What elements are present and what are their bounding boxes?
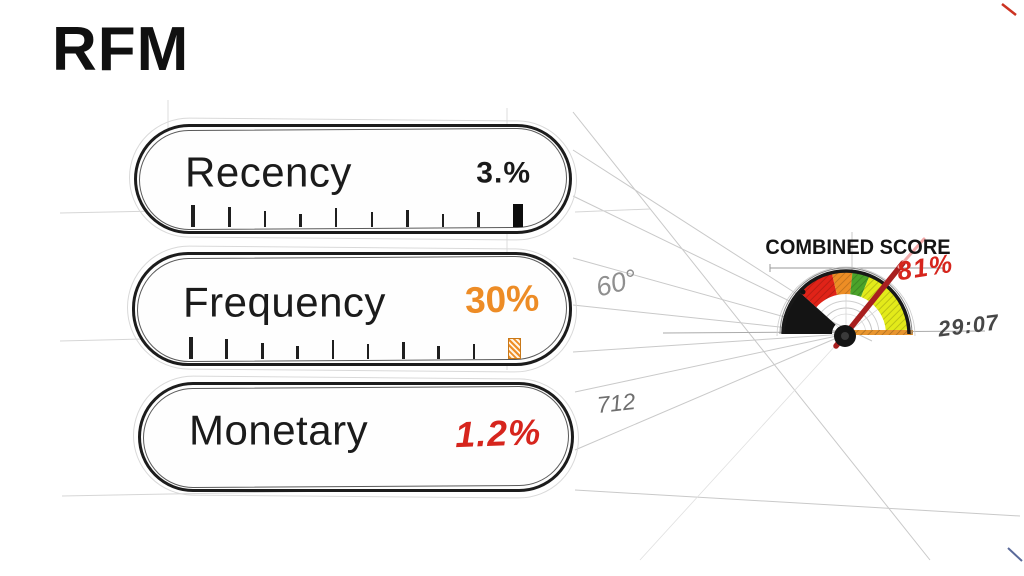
combined-score-gauge xyxy=(776,237,926,349)
gauge-hub-center xyxy=(841,332,849,340)
metric-name-monetary: Monetary xyxy=(189,406,369,454)
gauge-outer-arc-sketch xyxy=(779,267,913,335)
gauge-needle-extension xyxy=(897,237,926,269)
corner-mark-top-right xyxy=(1001,3,1017,16)
gauge-marker-dot xyxy=(800,289,806,295)
corner-mark-bottom-right xyxy=(1007,547,1023,562)
metric-value-frequency: 30% xyxy=(464,277,540,322)
gauge-segment-black xyxy=(783,291,836,334)
metric-pill-monetary: Monetary 1.2% xyxy=(138,382,574,492)
gauge-outer-arc xyxy=(781,269,911,335)
scale-end-marker-black xyxy=(512,204,523,227)
connector-lines xyxy=(572,111,1021,561)
gauge-baseline-strip-hatch xyxy=(852,330,913,335)
gauge-title: COMBINED SCORE xyxy=(765,236,951,259)
metric-pill-frequency: Frequency 30% xyxy=(132,252,572,366)
scale-ticks-recency xyxy=(191,201,523,227)
metric-value-recency: 3.% xyxy=(476,156,531,190)
metric-value-monetary: 1.2% xyxy=(454,411,542,456)
gauge-outer-arc-sketch xyxy=(776,266,916,337)
metric-name-recency: Recency xyxy=(185,148,352,196)
metric-pill-recency: Recency 3.% xyxy=(134,124,572,234)
metric-name-frequency: Frequency xyxy=(183,278,386,326)
connector-note-712: 712 xyxy=(595,388,637,418)
scale-end-marker-orange-hatched xyxy=(507,338,521,359)
scale-ticks-frequency xyxy=(189,333,521,359)
page-title: RFM xyxy=(52,15,190,84)
